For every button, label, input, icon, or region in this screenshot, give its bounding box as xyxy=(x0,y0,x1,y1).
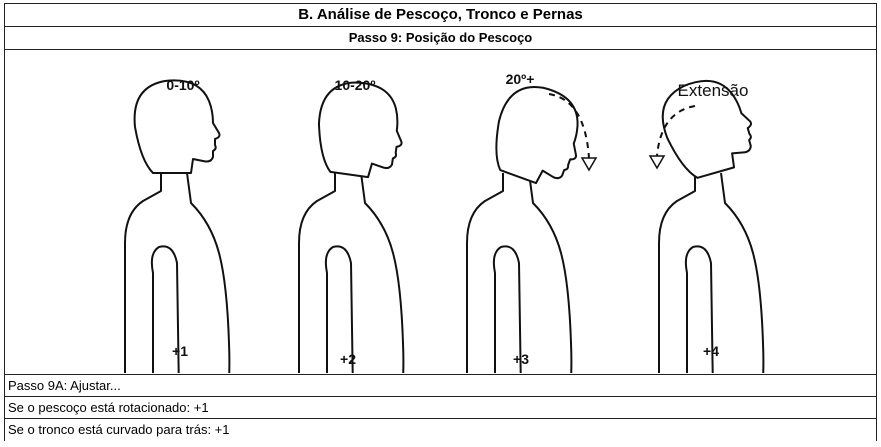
range-label-1: 0-10º xyxy=(166,77,199,93)
figure-0-10 xyxy=(124,79,231,373)
extension-arrow-icon xyxy=(648,155,666,170)
section-title: B. Análise de Pescoço, Tronco e Pernas xyxy=(4,3,877,27)
neck-position-illustration: 0-10º 10-20º 20º+ Extensão +1 +2 +3 +4 xyxy=(4,49,877,375)
figure-20-plus xyxy=(466,75,598,373)
flexion-arrow-icon xyxy=(580,157,598,172)
score-2: +2 xyxy=(340,351,356,367)
figure-10-20 xyxy=(298,76,411,373)
step-title: Passo 9: Posição do Pescoço xyxy=(4,26,877,50)
range-label-2: 10-20º xyxy=(335,77,376,93)
figure-extension xyxy=(648,69,765,373)
score-4: +4 xyxy=(703,343,719,359)
adjust-rule-rotation: Se o pescoço está rotacionado: +1 xyxy=(4,396,877,419)
adjust-heading: Passo 9A: Ajustar... xyxy=(4,374,877,397)
adjust-rule-trunk: Se o tronco está curvado para trás: +1 xyxy=(4,418,877,441)
range-label-4: Extensão xyxy=(678,81,749,100)
neck-figures-svg: 0-10º 10-20º 20º+ Extensão +1 +2 +3 +4 xyxy=(124,69,765,373)
range-label-3: 20º+ xyxy=(506,71,535,87)
neck-assessment-sheet: B. Análise de Pescoço, Tronco e Pernas P… xyxy=(4,3,877,445)
score-3: +3 xyxy=(513,351,529,367)
score-1: +1 xyxy=(172,343,188,359)
